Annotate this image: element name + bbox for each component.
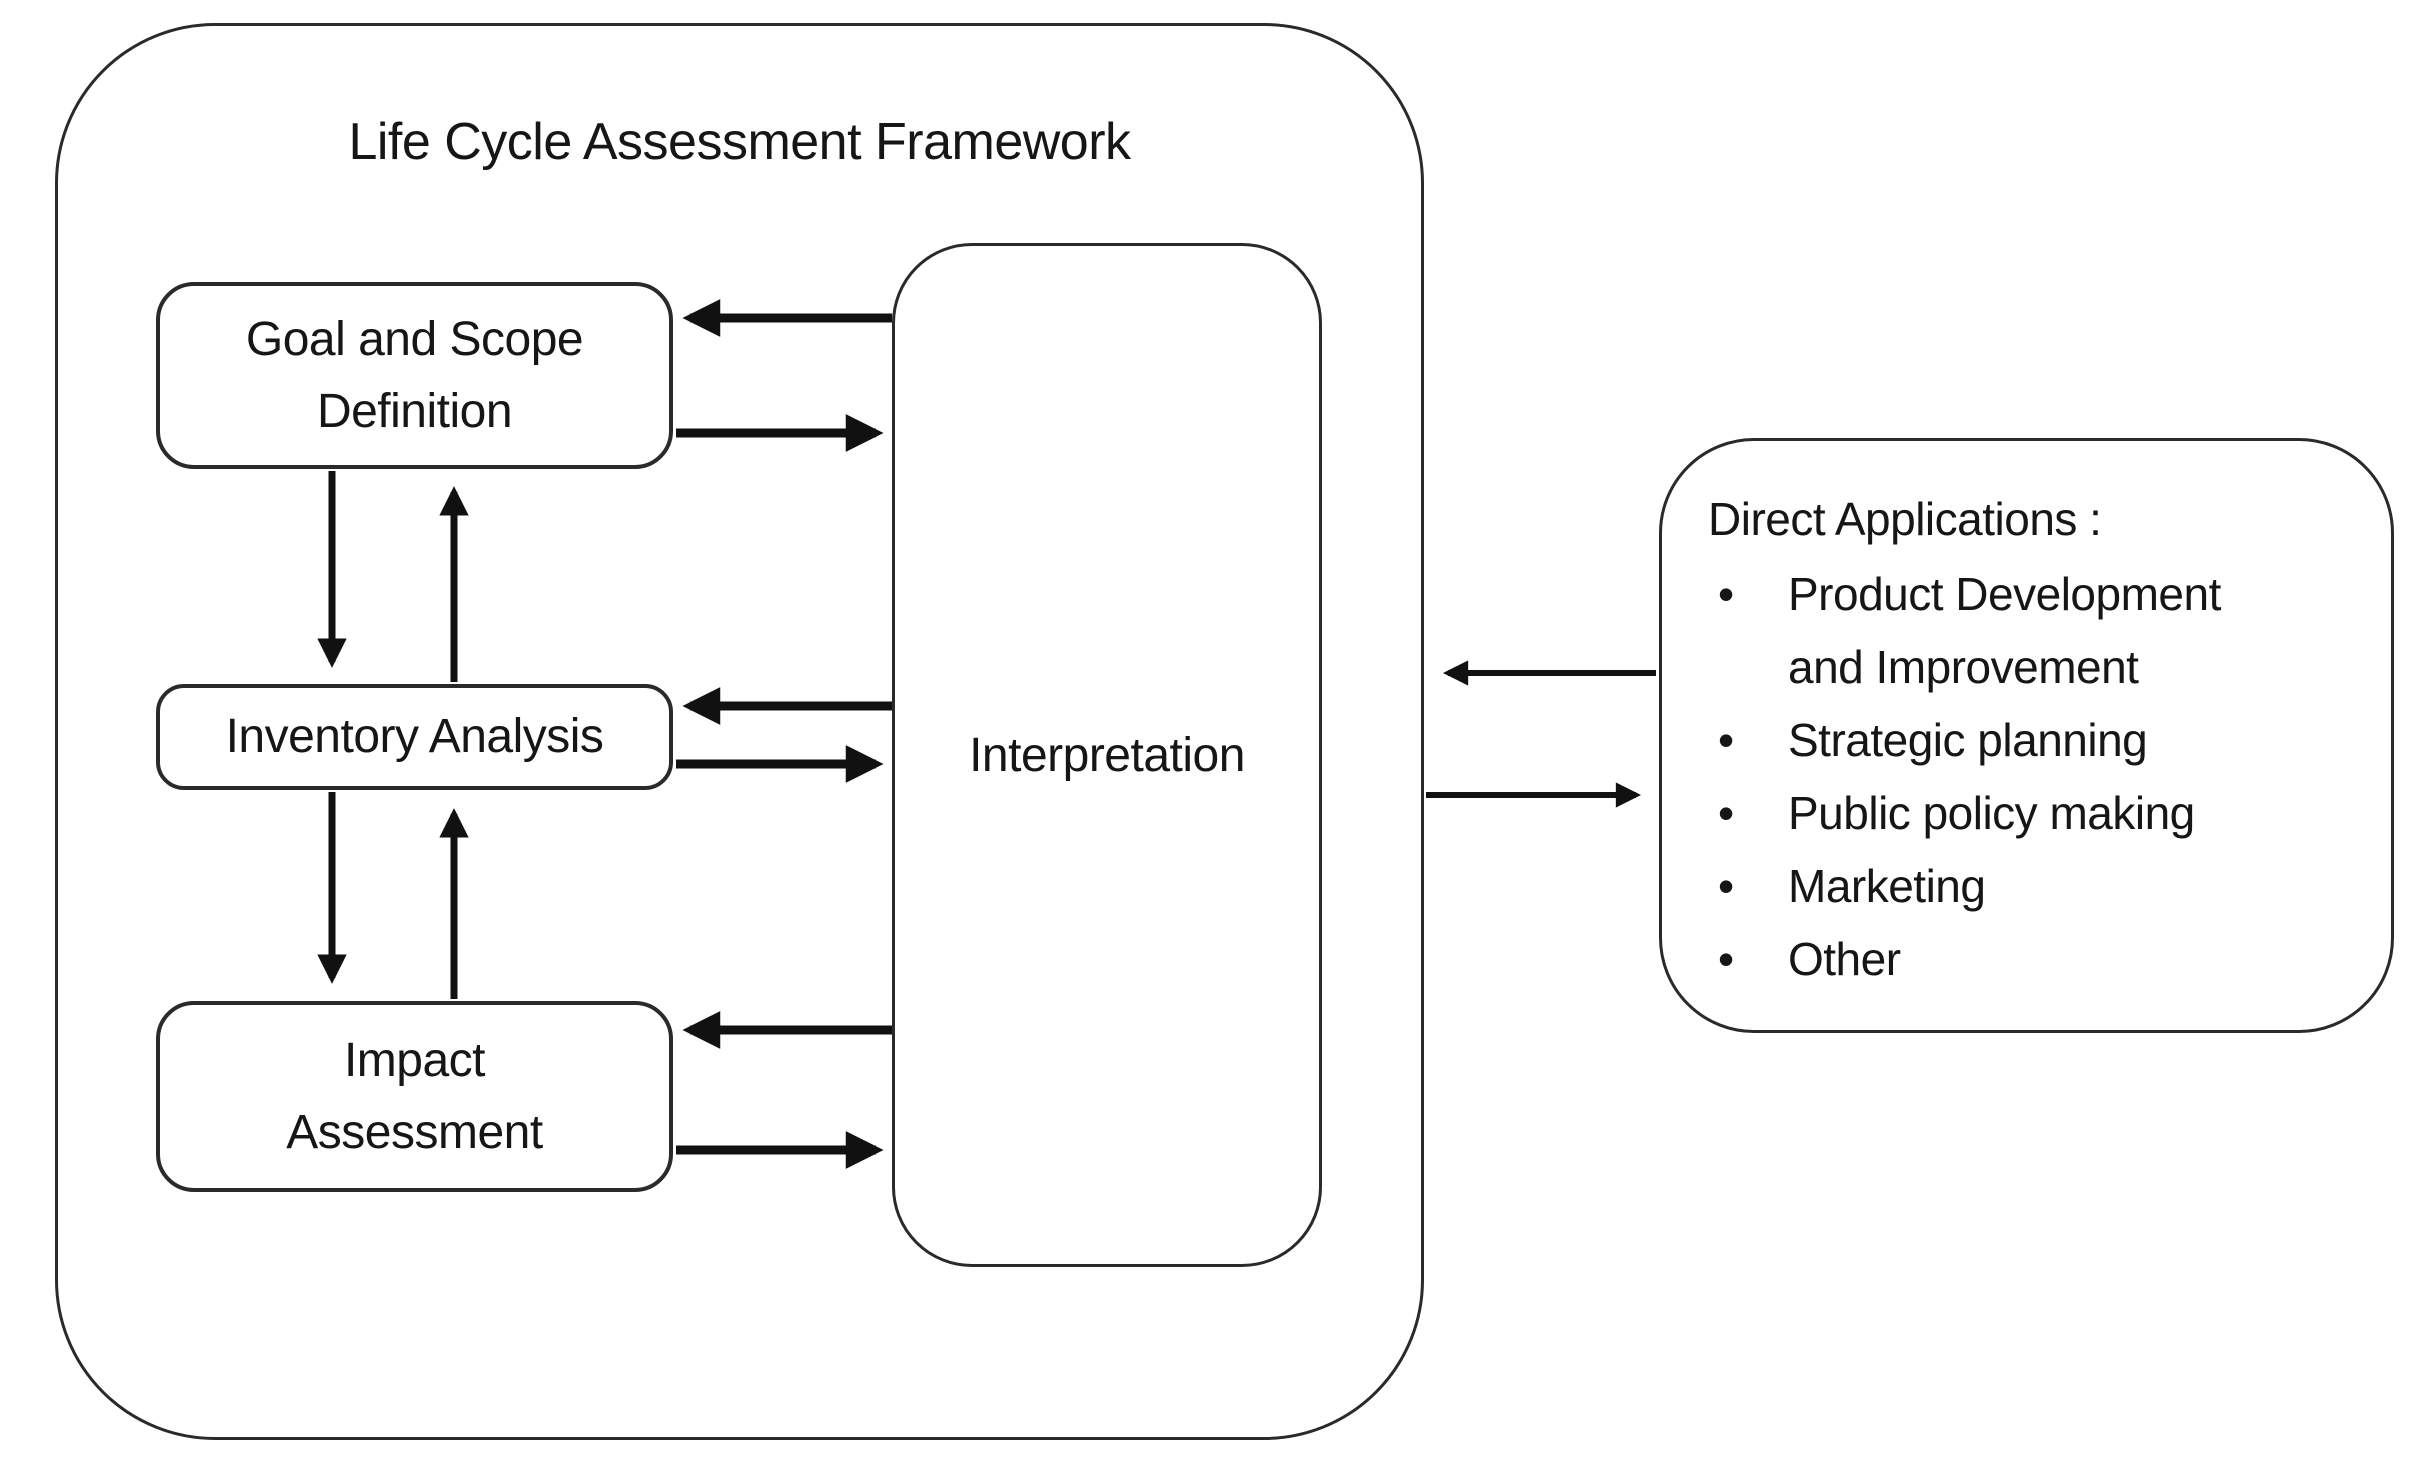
bullet-icon: [1708, 923, 1788, 996]
goal-scope-box: Goal and Scope Definition: [156, 282, 673, 469]
inventory-analysis-box: Inventory Analysis: [156, 684, 673, 790]
application-item-label: Strategic planning: [1788, 714, 2148, 766]
bullet-icon: [1708, 777, 1788, 850]
impact-assessment-label-line1: Impact: [343, 1033, 486, 1087]
interpretation-label: Interpretation: [969, 728, 1245, 782]
impact-assessment-box: Impact Assessment: [156, 1001, 673, 1192]
goal-scope-label-line1: Goal and Scope: [245, 312, 584, 366]
bullet-icon: [1708, 850, 1788, 923]
application-item-label: Public policy making: [1788, 787, 2195, 839]
bullet-icon: [1708, 704, 1788, 777]
application-item-label: Product Development and Improvement: [1788, 568, 2221, 693]
list-item: Public policy making: [1708, 777, 2351, 850]
application-item-label: Other: [1788, 933, 1901, 985]
bullet-icon: [1708, 558, 1788, 631]
direct-applications-heading: Direct Applications :: [1708, 493, 2102, 545]
list-item: Product Development and Improvement: [1708, 558, 2351, 704]
inventory-analysis-label: Inventory Analysis: [225, 710, 604, 763]
list-item: Marketing: [1708, 850, 2351, 923]
list-item: Strategic planning: [1708, 704, 2351, 777]
application-item-label: Marketing: [1788, 860, 1986, 912]
framework-title: Life Cycle Assessment Framework: [348, 113, 1131, 171]
direct-applications-box: Direct Applications : Product Developmen…: [1659, 438, 2394, 1033]
interpretation-box: Interpretation: [892, 243, 1322, 1267]
list-item: Other: [1708, 923, 2351, 996]
goal-scope-label-line2: Definition: [316, 384, 513, 438]
impact-assessment-label-line2: Assessment: [286, 1105, 543, 1159]
